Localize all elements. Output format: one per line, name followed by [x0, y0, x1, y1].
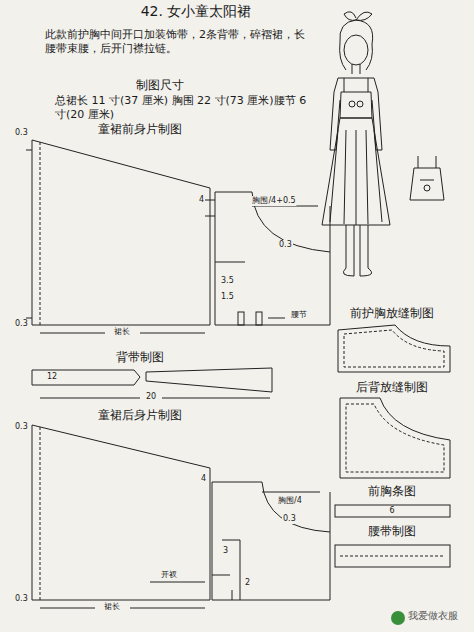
fold-line: [340, 556, 445, 557]
front-skirt-piece: [32, 140, 210, 325]
dimension-line: [40, 582, 205, 608]
front-bodice-piece: [215, 192, 330, 325]
hem-line: [40, 142, 41, 325]
back-skirt-piece: [32, 425, 210, 600]
dimension-label: 胸围/4: [277, 496, 303, 506]
dimension-label: 0.3: [282, 514, 297, 524]
section-heading: 前护胸放缝制图: [350, 306, 434, 321]
dimension-label: 0.3: [278, 240, 293, 250]
strap-piece: [32, 370, 140, 385]
strap-piece: [146, 368, 272, 392]
section-heading: 童裙后身片制图: [98, 408, 182, 423]
dimension-label: 0.3: [14, 128, 29, 138]
section-heading: 背带制图: [116, 350, 164, 365]
dimension-label: 裙长: [113, 327, 131, 337]
dimension-label: 12: [46, 372, 58, 382]
girl-illustration: [322, 12, 444, 276]
hem-line: [40, 427, 41, 600]
dimension-label: 3: [222, 546, 229, 556]
page-title: 42. 女小童太阳裙: [141, 3, 252, 21]
button-mark: [256, 312, 262, 325]
back-panel-piece: [340, 398, 450, 478]
dimension-label: 腰节: [290, 310, 308, 320]
guide-line: [222, 492, 330, 600]
dimension-label: 胸围/4+0.5: [251, 196, 296, 206]
section-heading: 腰带制图: [368, 524, 416, 539]
dimension-label: 3.5: [220, 276, 235, 286]
watermark: 我爱做衣服: [408, 610, 458, 623]
part-note: 开衩: [160, 570, 178, 580]
guide-line: [268, 318, 285, 319]
chest-strip-piece: [335, 505, 450, 517]
watermark-icon: [391, 611, 405, 625]
dimension-label: 4: [200, 474, 207, 484]
back-bodice-piece: [212, 482, 330, 600]
section-heading: 童裙前身片制图: [98, 122, 182, 137]
tick: [212, 575, 232, 600]
dimension-label: 6: [388, 506, 395, 516]
dimension-label: 2: [244, 578, 251, 588]
section-heading: 制图尺寸: [136, 78, 184, 93]
description-note: 此款前护胸中间开口加装饰带，2条背带，碎褶裙，长腰带束腰，后开门襟拉链。: [45, 28, 315, 56]
waist-belt-piece: [335, 545, 450, 567]
dimension-label: 1.5: [220, 292, 235, 302]
dimension-label: 0.3: [14, 319, 29, 329]
section-heading: 前胸条图: [368, 484, 416, 499]
dimension-label: 裙长: [103, 602, 121, 612]
seam-line: [346, 404, 444, 472]
size-note: 总裙长 11 寸(37 厘米) 胸围 22 寸(73 厘米)腰节 6 寸(20 …: [55, 94, 310, 122]
section-heading: 后背放缝制图: [356, 380, 428, 395]
guide-line: [215, 206, 330, 262]
seam-line: [344, 330, 444, 367]
tick: [26, 150, 32, 318]
dimension-label: 20: [145, 392, 157, 402]
dimension-label: 0.3: [14, 594, 29, 604]
dimension-label: 0.3: [14, 422, 29, 432]
dimension-label: 4: [198, 195, 205, 205]
tick: [205, 200, 215, 216]
front-bib-piece: [338, 325, 450, 372]
button-mark: [238, 312, 244, 325]
